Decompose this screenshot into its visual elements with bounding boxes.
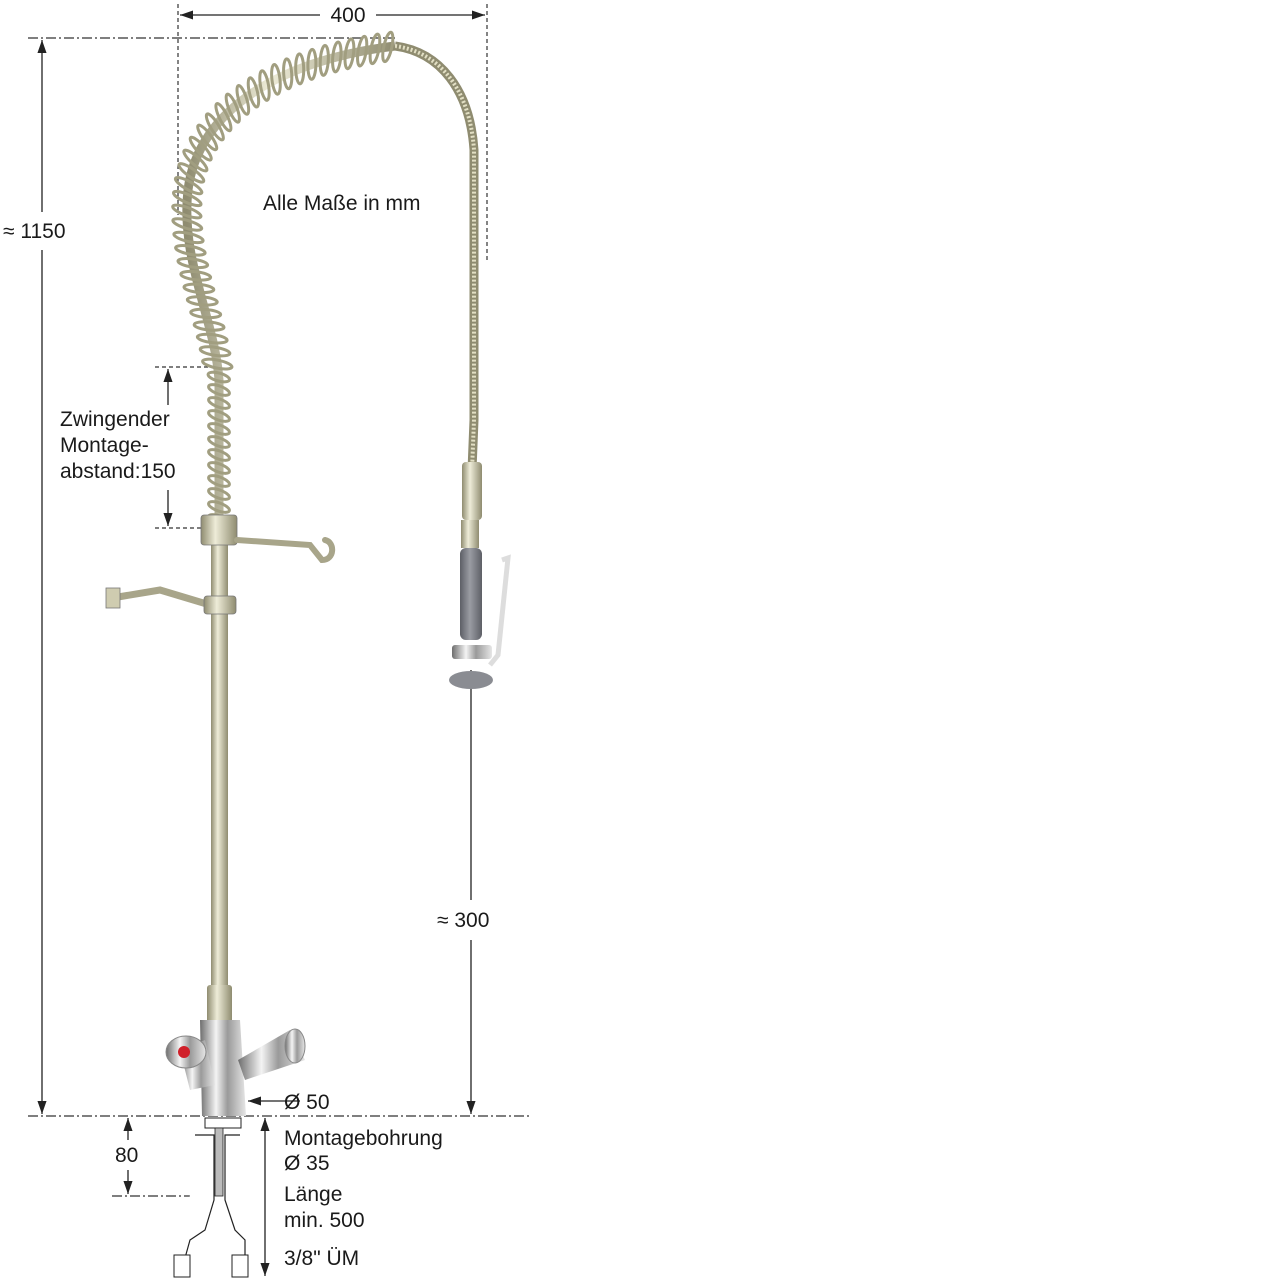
spring-coil [214,102,233,133]
spring-coil [195,332,229,345]
spring-coil [207,448,231,462]
label-mount-hole-1: Montagebohrung [284,1127,443,1150]
spring-coil [171,189,203,208]
spring-coil [246,76,261,109]
cold-handle [284,1028,306,1064]
spring-coil [204,112,225,142]
valve-body [200,1020,246,1116]
spring-coil [282,57,294,91]
spring-coils [171,30,395,527]
spring-coil [171,217,204,232]
hot-indicator-icon [178,1046,190,1058]
spring-coil [270,62,282,96]
riser-pipe [211,530,228,990]
spray-head-connector [462,462,482,520]
spring-coil [192,320,226,332]
label-hose-length-1: Länge [284,1183,342,1206]
spring-coil [207,383,231,397]
spring-coil [207,461,231,475]
supply-hose-left [182,1134,215,1276]
label-diameter-50: Ø 50 [284,1091,330,1114]
spring-coil [207,435,231,449]
spring-coil [318,43,330,77]
faucet [105,30,511,1278]
spring-coil [343,37,356,71]
label-units-note: Alle Maße in mm [263,192,421,215]
spring-coil [207,409,231,423]
dimension-lines [28,4,532,1276]
spring-coil [258,69,271,102]
spring-coil [185,295,219,307]
spring-coil [196,123,219,152]
spring-coil [198,345,232,358]
spring-coil [173,175,204,196]
spring-coil [224,92,241,124]
label-mount-distance-1: Zwingender [60,408,170,431]
label-connection: 3/8" ÜM [284,1247,359,1270]
spray-lever [488,554,511,667]
spring-coil [182,148,209,173]
spring-coil [182,282,216,295]
wall-bracket-plate [105,587,121,609]
spray-head-neck [461,520,479,548]
spray-holder-collar [200,514,238,546]
flexible-hose [394,41,479,471]
label-height-300: ≈ 300 [437,909,489,932]
connector-nut-right [231,1254,249,1278]
spring-coil [306,47,318,81]
label-mount-hole-2: Ø 35 [284,1152,330,1175]
spray-hook-arm [234,537,336,564]
label-depth-80: 80 [115,1144,138,1167]
spring-coil [179,269,213,282]
label-width-400: 400 [330,4,365,27]
spring-coil [176,257,210,270]
spring-coil [207,396,231,410]
spray-nozzle [449,671,493,689]
wall-bracket-arm [111,586,212,609]
spring-coil [171,203,203,220]
spring-coil [188,135,213,162]
hose-nut [204,1117,242,1129]
label-mount-distance-3: abstand:150 [60,460,176,483]
spring-coil [235,84,251,116]
spring-coil [174,244,207,257]
label-hose-length-2: min. 500 [284,1209,365,1232]
spring-coil [207,474,231,488]
spring-coil [368,32,382,66]
spring-coil [201,357,234,371]
spring-coil [206,370,231,384]
dimension-labels: 400 ≈ 1150 Alle Maße in mm Zwingender Mo… [3,4,489,1270]
spring-coil [207,487,231,501]
spring-coil [381,30,395,64]
pipe-sleeve [207,985,232,1025]
label-height-1150: ≈ 1150 [3,220,66,243]
spring-coil [172,230,205,245]
spring-coil [207,500,231,514]
spray-grip [460,548,482,640]
spring-coil [189,307,223,320]
spring-coil [356,34,369,68]
spring-coil [207,422,231,436]
threaded-rod [214,1127,224,1197]
spray-valve-body [452,645,492,659]
wall-bracket-collar [203,595,237,615]
label-mount-distance-2: Montage- [60,434,149,457]
spring-coil [331,40,343,74]
spring-coil [177,162,206,184]
supply-hose-right [224,1134,248,1276]
spring-coil [294,52,306,86]
connector-nut-left [173,1254,191,1278]
